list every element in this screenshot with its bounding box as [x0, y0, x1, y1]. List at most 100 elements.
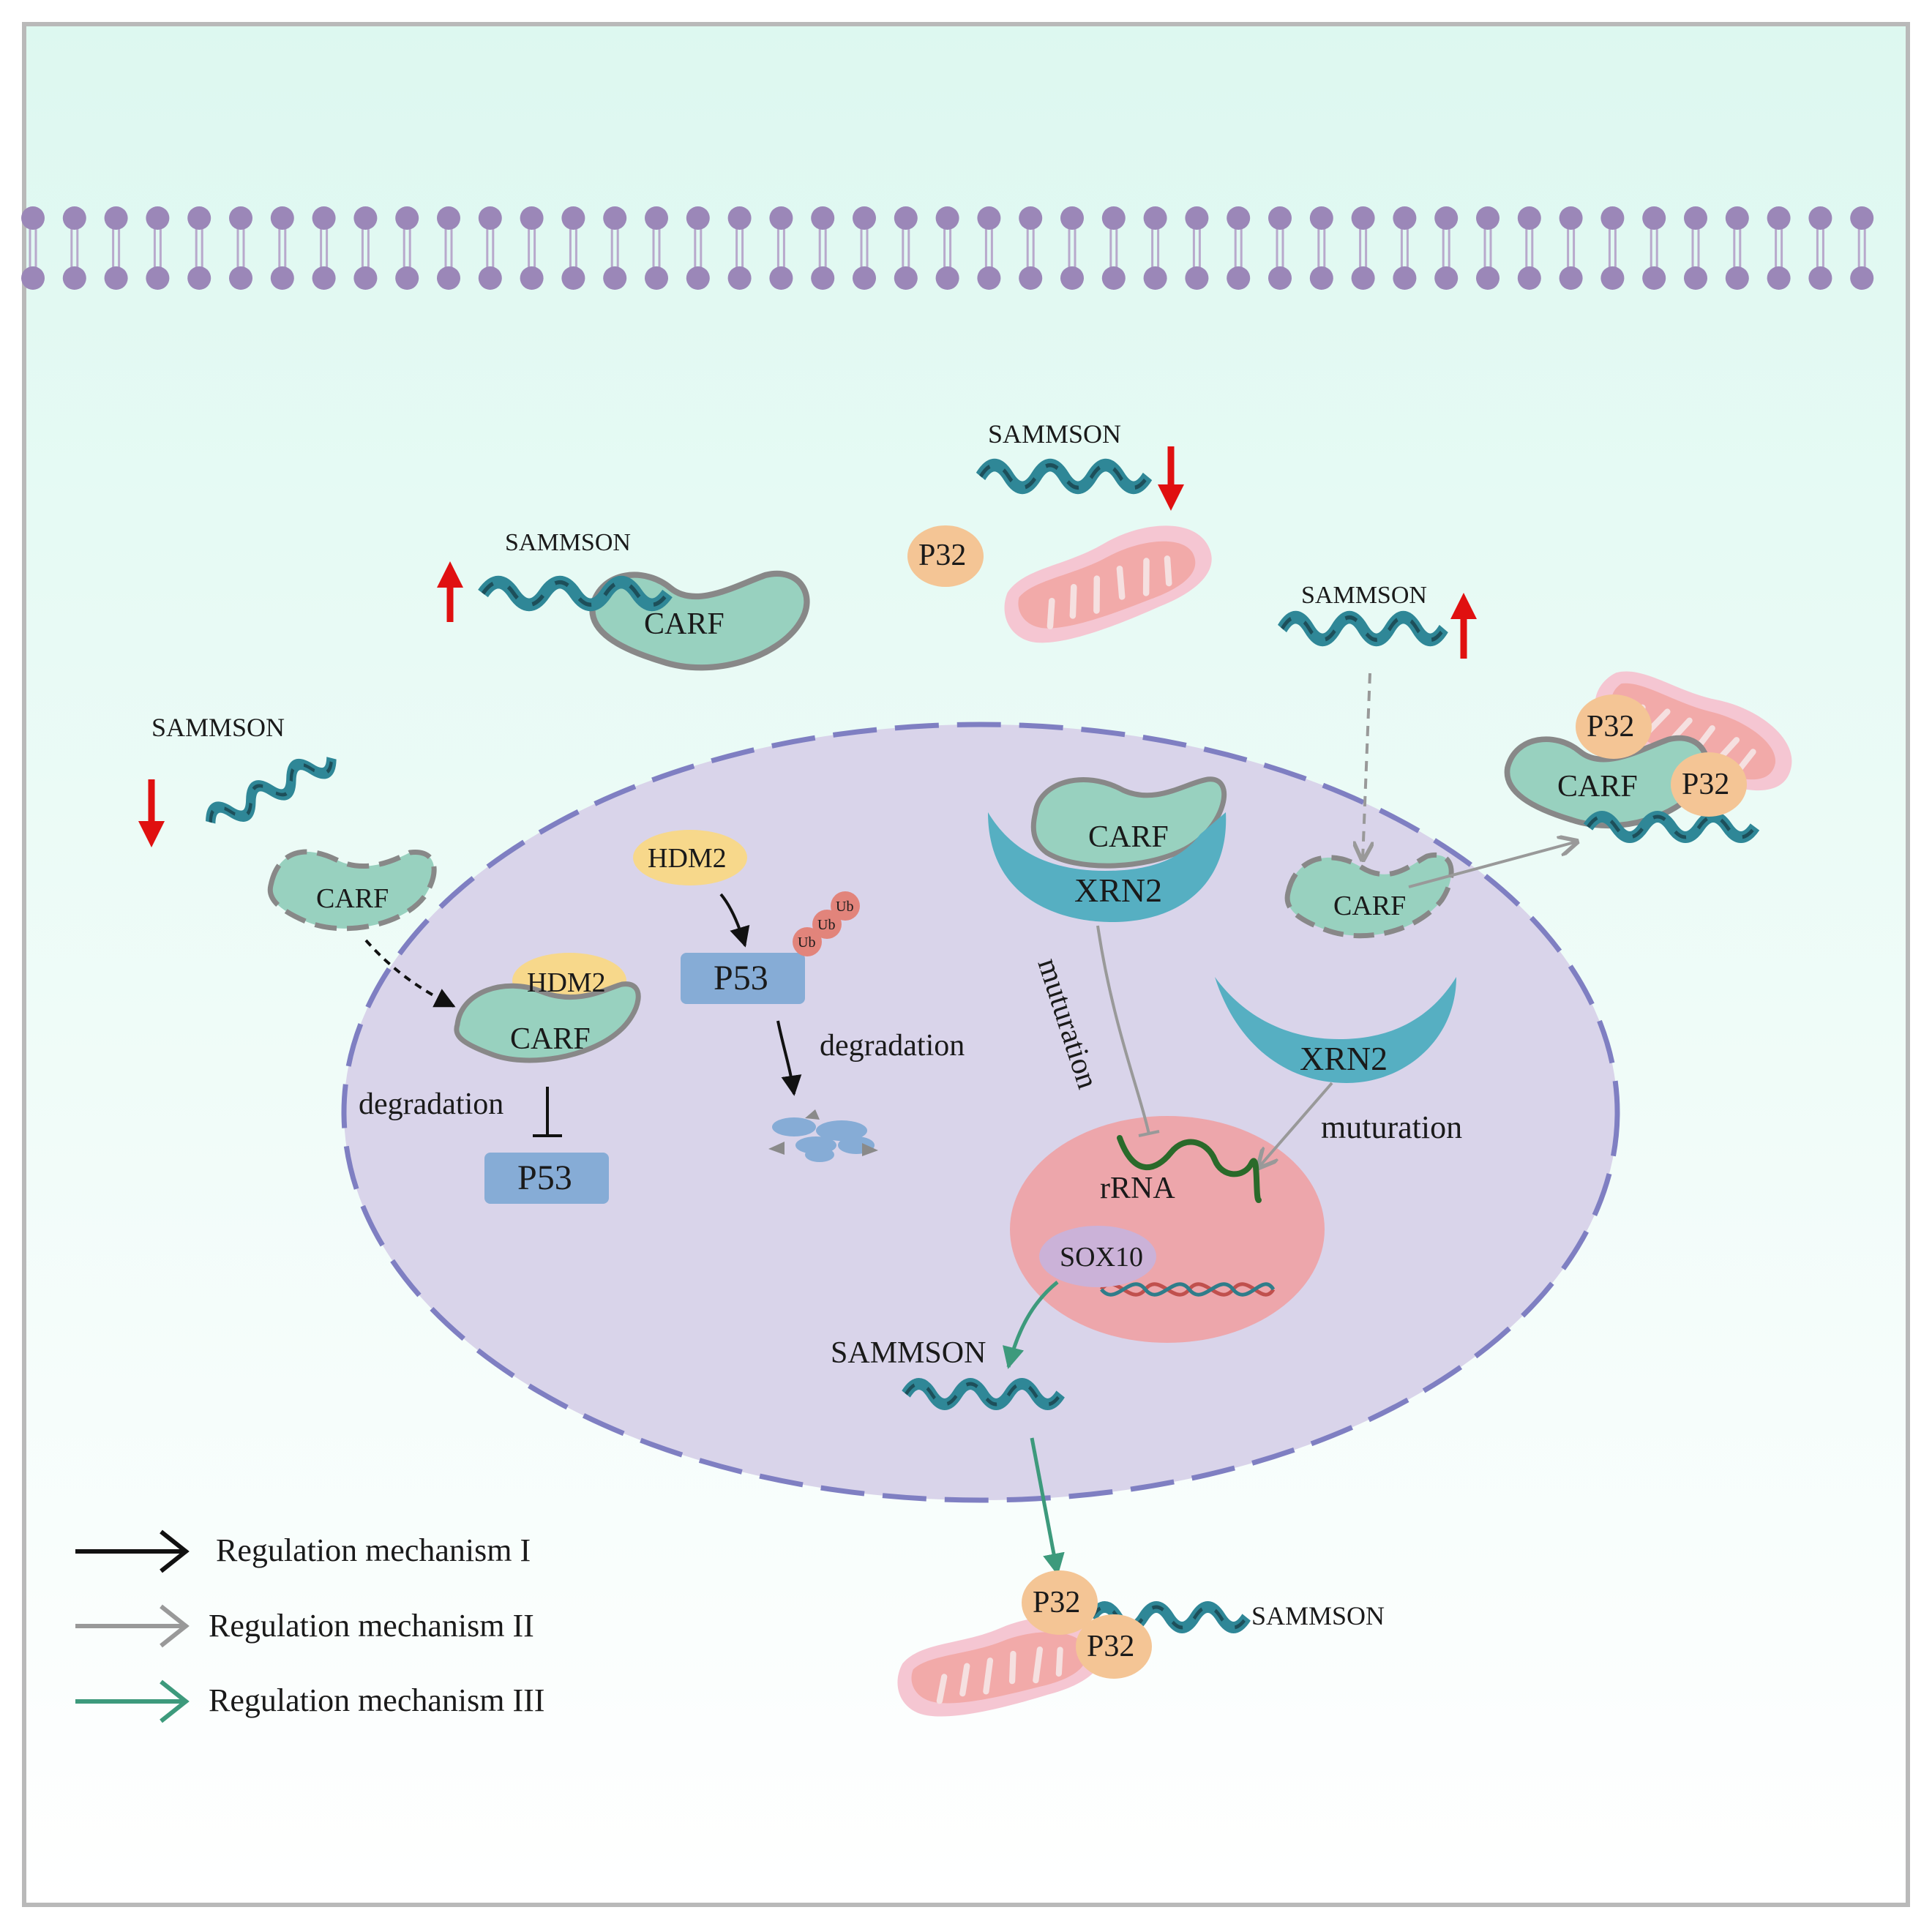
- black-arrow-degrade: [776, 1020, 802, 1096]
- hdm2-center: [633, 830, 747, 885]
- lipid-head: [1517, 206, 1541, 230]
- lipid-head: [686, 206, 710, 230]
- p53-label-center: P53: [714, 959, 768, 997]
- p32-label-right-top: P32: [1587, 710, 1634, 743]
- lipid-head: [1725, 206, 1749, 230]
- rrna: rRNA: [1100, 1135, 1262, 1205]
- lipid-head: [769, 206, 793, 230]
- lipid-head: [1642, 206, 1666, 230]
- lipid-head: [1227, 266, 1251, 290]
- lipid-head: [353, 266, 378, 290]
- xrn2-carf-complex: CARF XRN2: [988, 776, 1227, 922]
- hdm2-p53-ub: HDM2 P53 Ub Ub Ub degradation: [633, 830, 965, 1162]
- lipid-head: [520, 206, 544, 230]
- muturation-label-right: muturation: [1321, 1109, 1462, 1145]
- lipid-head: [21, 266, 45, 290]
- gray-inhibit-line: [1096, 925, 1150, 1135]
- sammson-label-nuclear: SAMMSON: [831, 1336, 986, 1370]
- lipid-head: [1060, 206, 1084, 230]
- lipid-head: [1850, 206, 1874, 230]
- lipid-head: [1559, 266, 1583, 290]
- carf-complex-top: SAMMSON CARF: [437, 529, 806, 667]
- lipid-head: [62, 266, 86, 290]
- lipid-head: [437, 266, 460, 290]
- p32-label-right-mid: P32: [1682, 768, 1729, 801]
- lipid-head: [935, 266, 959, 290]
- lipid-head: [811, 206, 835, 230]
- lipid-head: [1434, 206, 1459, 230]
- lipid-head: [478, 266, 502, 290]
- lipid-head: [977, 266, 1001, 290]
- degradation-label-center: degradation: [820, 1029, 965, 1063]
- black-arrow-hdm2-p53: [719, 893, 750, 948]
- gray-dash-arrow: [1363, 673, 1370, 860]
- sox10-label: SOX10: [1060, 1242, 1143, 1273]
- lipid-head: [645, 266, 668, 290]
- lipid-head: [1101, 206, 1126, 230]
- lipid-head: [520, 266, 544, 290]
- p32-bottom-top: [1022, 1570, 1098, 1635]
- p32-right-top: [1576, 694, 1652, 759]
- cell-membrane: [21, 206, 1874, 290]
- sammson-down-center: SAMMSON P32: [907, 419, 1222, 651]
- carf-label-nuclear-right: CARF: [1333, 891, 1406, 921]
- lipid-head: [395, 266, 419, 290]
- lipid-head: [1101, 266, 1126, 290]
- ub-label-3: Ub: [836, 899, 853, 915]
- lipid-head: [769, 266, 793, 290]
- sammson-label-left: SAMMSON: [151, 713, 285, 742]
- lipid-head: [62, 206, 86, 230]
- p53-left: [484, 1153, 609, 1204]
- carf-label-xrn2: CARF: [1088, 820, 1169, 854]
- lipid-head: [853, 206, 876, 230]
- lipid-head: [853, 266, 876, 290]
- ub-3: [831, 891, 860, 921]
- p32-center: [907, 525, 984, 587]
- xrn2-label-top: XRN2: [1074, 872, 1162, 909]
- carf-nuclear-right: CARF: [1284, 842, 1577, 939]
- lipid-head: [1600, 206, 1625, 230]
- p32-bottom-low: [1076, 1614, 1152, 1679]
- mito-complex-bottom: P32 P32 SAMMSON: [893, 1570, 1385, 1720]
- lipid-head: [437, 206, 460, 230]
- lipid-head: [1767, 206, 1791, 230]
- rrna-label: rRNA: [1100, 1172, 1175, 1205]
- lipid-head: [1351, 206, 1375, 230]
- p53-label-left: P53: [517, 1158, 572, 1197]
- green-arrow-sox10: [1003, 1281, 1059, 1369]
- lipid-head: [1185, 206, 1209, 230]
- lipid-head: [21, 206, 45, 230]
- sammson-label-bottom: SAMMSON: [1251, 1601, 1385, 1630]
- sox10: [1039, 1226, 1156, 1287]
- xrn2-right: XRN2 muturation: [1215, 977, 1462, 1167]
- lipid-head: [1060, 266, 1084, 290]
- lipid-head: [1808, 266, 1832, 290]
- lipid-head: [1143, 206, 1167, 230]
- legend-label-3: Regulation mechanism III: [209, 1682, 544, 1718]
- hdm2-label-left: HDM2: [527, 967, 606, 998]
- lipid-head: [1559, 206, 1583, 230]
- sammson-label-center: SAMMSON: [988, 419, 1121, 449]
- p32-label-bottom-top: P32: [1033, 1586, 1080, 1619]
- p32-label-bottom-low: P32: [1087, 1630, 1134, 1663]
- lipid-head: [1725, 266, 1749, 290]
- lipid-head: [1393, 206, 1417, 230]
- ub-1: [793, 927, 822, 956]
- sammson-up-right: SAMMSON: [1282, 582, 1477, 860]
- lipid-head: [395, 206, 419, 230]
- ub-label-2: Ub: [817, 917, 835, 933]
- hdm2-label-center: HDM2: [648, 843, 727, 874]
- lipid-head: [312, 206, 336, 230]
- lipid-head: [894, 266, 918, 290]
- lipid-head: [104, 266, 128, 290]
- lipid-head: [686, 266, 710, 290]
- lipid-head: [1808, 206, 1832, 230]
- p32-label-center: P32: [918, 539, 966, 572]
- lipid-head: [1393, 266, 1417, 290]
- hdm2-carf-complex: HDM2 CARF degradation P53: [359, 953, 641, 1204]
- lipid-head: [935, 206, 959, 230]
- ub-2: [812, 910, 842, 939]
- legend-label-1: Regulation mechanism I: [216, 1532, 531, 1568]
- xrn2-label-right: XRN2: [1300, 1040, 1388, 1077]
